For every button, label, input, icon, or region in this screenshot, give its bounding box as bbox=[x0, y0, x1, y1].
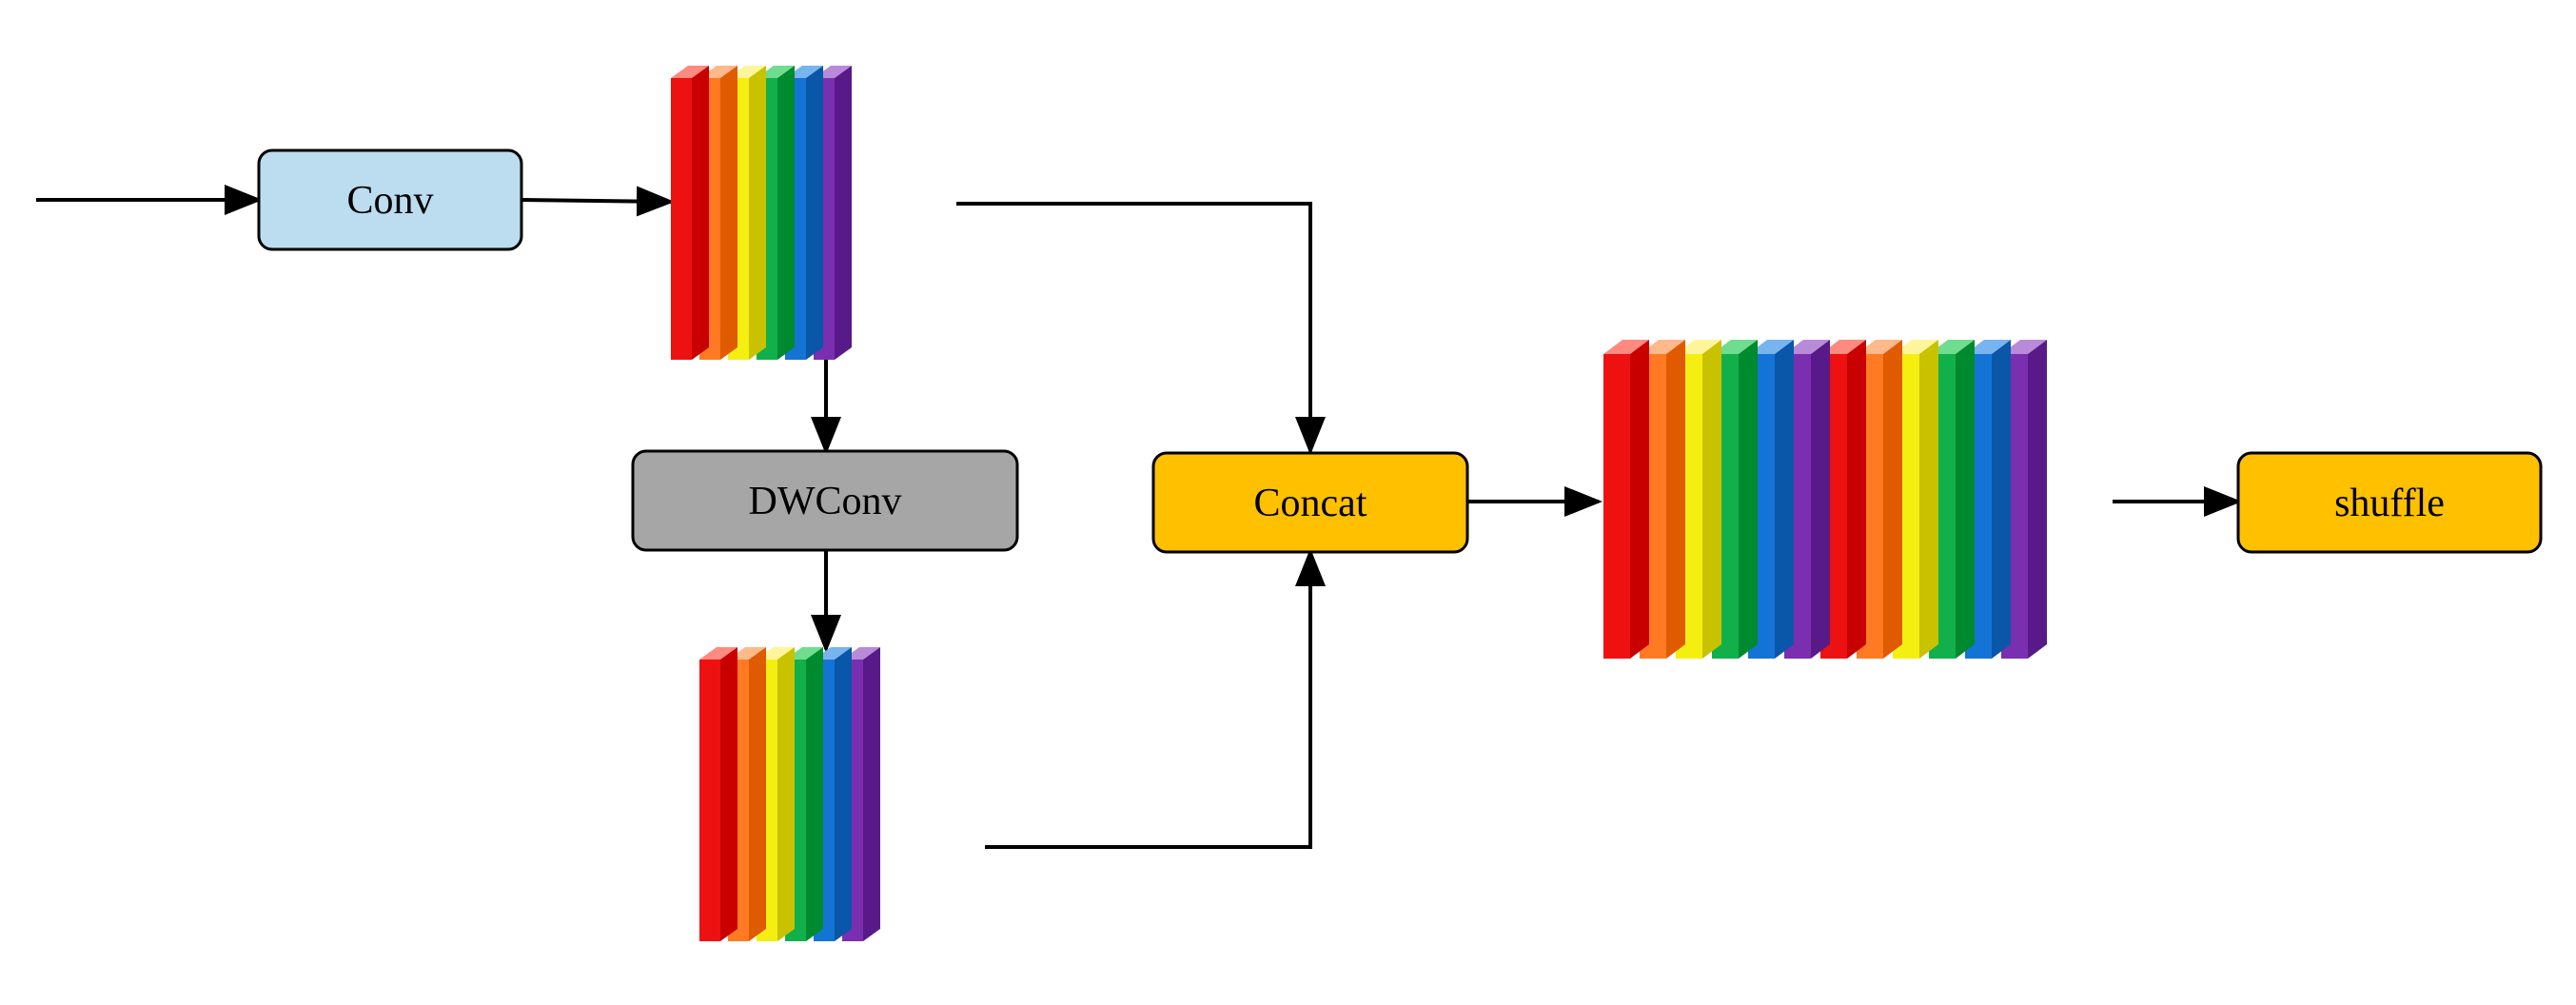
channel-slab-face bbox=[699, 660, 720, 941]
channel-slab-top bbox=[2001, 340, 2047, 354]
channel-slab-side bbox=[692, 66, 709, 360]
shuffle-box bbox=[2236, 451, 2543, 554]
channel-slab-face bbox=[671, 78, 692, 360]
channel-slab-1 bbox=[699, 647, 737, 941]
channel-slab-face bbox=[1603, 354, 1630, 659]
channel-slab-top bbox=[1929, 340, 1975, 354]
channel-slab-top bbox=[1603, 340, 1649, 354]
shuffle-node[interactable]: shuffle bbox=[2236, 451, 2543, 554]
channel-slab-side bbox=[1956, 340, 1975, 659]
channel-slab-side bbox=[835, 66, 852, 360]
dwconv-box bbox=[631, 449, 1019, 552]
concat-node[interactable]: Concat bbox=[1151, 451, 1469, 554]
channel-slab-side bbox=[1811, 340, 1830, 659]
concat-output-feature-map bbox=[1603, 340, 2047, 659]
channel-slab-top bbox=[1784, 340, 1830, 354]
channel-slab-side bbox=[1883, 340, 1902, 659]
featuremap-to-concat-arrow bbox=[956, 202, 1326, 455]
channel-slab-side bbox=[1739, 340, 1758, 659]
concat-label: Concat bbox=[1254, 482, 1367, 525]
channel-slab-side bbox=[863, 647, 880, 941]
dwconv-label: DWConv bbox=[749, 480, 902, 523]
channel-slab-top bbox=[671, 66, 709, 78]
channel-slab-side bbox=[1775, 340, 1794, 659]
concat-box bbox=[1151, 451, 1469, 554]
channel-slab-side bbox=[806, 66, 823, 360]
channel-slab-side bbox=[749, 647, 766, 941]
conv-box bbox=[257, 148, 523, 251]
channel-slab-top bbox=[1893, 340, 1938, 354]
channel-slab-top bbox=[1965, 340, 2011, 354]
channel-slab-side bbox=[1847, 340, 1866, 659]
conv-label: Conv bbox=[346, 179, 433, 223]
channel-slab-top bbox=[1748, 340, 1794, 354]
channel-slab-top bbox=[1640, 340, 1685, 354]
channel-slab-side bbox=[1630, 340, 1649, 659]
conv-output-feature-map bbox=[671, 66, 852, 360]
channel-slab-top bbox=[1857, 340, 1902, 354]
channel-slab-side bbox=[749, 66, 766, 360]
dwconv-output-feature-map bbox=[699, 647, 880, 941]
channel-slab-side bbox=[1702, 340, 1721, 659]
channel-slab-side bbox=[806, 647, 823, 941]
channel-slab-top bbox=[1820, 340, 1866, 354]
channel-slab-side bbox=[1992, 340, 2011, 659]
channel-slab-side bbox=[720, 66, 737, 360]
channel-slab-side bbox=[777, 66, 795, 360]
connections bbox=[36, 185, 2242, 849]
channel-slab-1 bbox=[1603, 340, 1649, 659]
shuffle-label: shuffle bbox=[2334, 482, 2445, 525]
channel-slab-side bbox=[777, 647, 795, 941]
channel-slab-side bbox=[835, 647, 852, 941]
channel-slab-side bbox=[1666, 340, 1685, 659]
channel-slab-side bbox=[2028, 340, 2047, 659]
channel-slab-top bbox=[1712, 340, 1758, 354]
conv-to-featuremap-arrow bbox=[521, 186, 675, 217]
channel-slab-side bbox=[720, 647, 737, 941]
dwconv-node[interactable]: DWConv bbox=[631, 449, 1019, 552]
dwconv-featuremap-to-concat-arrow bbox=[985, 548, 1326, 849]
channel-slab-side bbox=[1919, 340, 1938, 659]
channel-slab-1 bbox=[671, 66, 709, 360]
channel-slab-top bbox=[699, 647, 737, 660]
channel-slab-top bbox=[1676, 340, 1721, 354]
conv-node[interactable]: Conv bbox=[257, 148, 523, 251]
